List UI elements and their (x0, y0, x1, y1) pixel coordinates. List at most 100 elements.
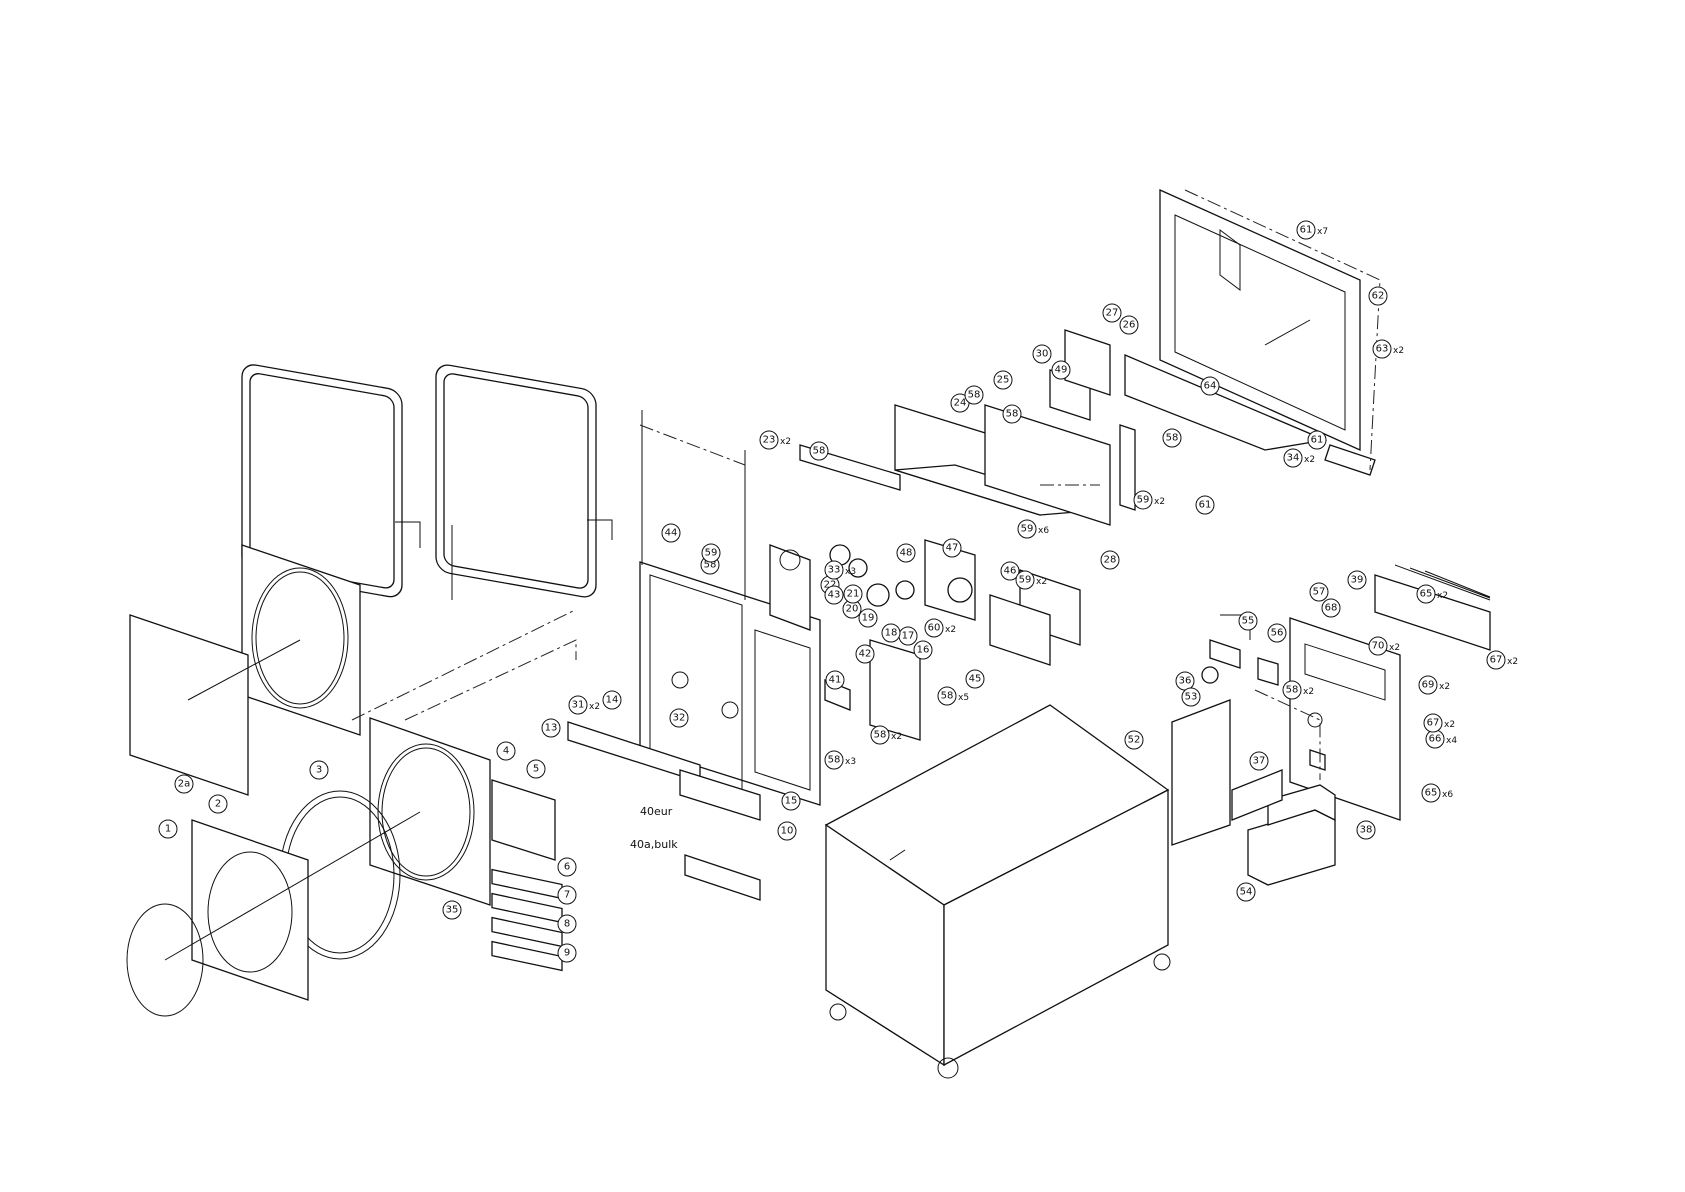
callout-quantity: x2 (1507, 657, 1518, 667)
callout-quantity: x5 (958, 693, 969, 703)
callout-circle (937, 686, 957, 706)
callout-7: 7 (557, 885, 577, 905)
callout-number: 26 (1123, 320, 1136, 331)
callout-number: 70 (1372, 641, 1385, 652)
callout-number: 58 (941, 691, 954, 702)
front-baffle-lower (369, 717, 491, 906)
callout-36: 36 (1175, 671, 1195, 691)
callout-number: 8 (564, 919, 570, 930)
callout-quantity: x2 (945, 625, 956, 635)
callout-58: 58 (1162, 428, 1182, 448)
callout-28: 28 (1100, 550, 1120, 570)
callout-circle (824, 560, 844, 580)
callout-circle (1368, 286, 1388, 306)
chassis-front-plate (639, 410, 821, 806)
callout-quantity: x2 (1154, 497, 1165, 507)
callout-1: 1 (158, 819, 178, 839)
callout-circle (1200, 376, 1220, 396)
callout-circle (1368, 636, 1388, 656)
callout-circle (870, 725, 890, 745)
callout-31: 31 x2 (568, 695, 600, 715)
callout-number: 54 (1240, 887, 1253, 898)
callout-quantity: x2 (1303, 687, 1314, 697)
callout-number: 38 (1360, 825, 1373, 836)
callout-circle (661, 523, 681, 543)
callout-number: 59 (1019, 575, 1032, 586)
callout-number: 61 (1199, 500, 1212, 511)
callout-number: 16 (917, 645, 930, 656)
callout-circle (557, 943, 577, 963)
callout-number: 2a (178, 779, 191, 790)
callout-number: 15 (785, 796, 798, 807)
callout-circle (825, 670, 845, 690)
callout-number: 58 (968, 390, 981, 401)
callout-41: 41 (825, 670, 845, 690)
callout-14: 14 (602, 690, 622, 710)
callout-number: 47 (946, 543, 959, 554)
variant-label-bulk: 40a,bulk (630, 838, 678, 851)
callout-number: 61 (1311, 435, 1324, 446)
callout-10: 10 (777, 821, 797, 841)
callout-number: 52 (1128, 735, 1141, 746)
callout-circle (669, 708, 689, 728)
callout-number: 19 (862, 613, 875, 624)
grille-cloth-2a (129, 614, 301, 796)
callout-number: 56 (1271, 628, 1284, 639)
callout-number: 63 (1376, 344, 1389, 355)
callout-number: 31 (572, 700, 585, 711)
callout-circle (1267, 623, 1287, 643)
callout-68: 68 (1321, 598, 1341, 618)
callout-quantity: x6 (1442, 790, 1453, 800)
callout-circle (526, 759, 546, 779)
callout-37: 37 (1249, 751, 1269, 771)
callout-circle (1015, 570, 1035, 590)
callout-circle (913, 640, 933, 660)
callout-number: 34 (1287, 453, 1300, 464)
callout-circle (1418, 675, 1438, 695)
callout-number: 69 (1422, 680, 1435, 691)
side-panel-53 (1171, 699, 1231, 846)
callout-circle (442, 900, 462, 920)
callout-number: 35 (446, 905, 459, 916)
callout-35: 35 (442, 900, 462, 920)
callout-circle (557, 885, 577, 905)
callout-circle (781, 791, 801, 811)
callout-56: 56 (1267, 623, 1287, 643)
callout-number: 36 (1179, 676, 1192, 687)
callout-quantity: x2 (1393, 346, 1404, 356)
callout-62: 62 (1368, 286, 1388, 306)
callout-15: 15 (781, 791, 801, 811)
callout-38: 38 (1356, 820, 1376, 840)
callout-39: 39 (1347, 570, 1367, 590)
callout-circle (557, 857, 577, 877)
callout-circle (174, 774, 194, 794)
callout-number: 68 (1325, 603, 1338, 614)
callout-19: 19 (858, 608, 878, 628)
callout-number: 7 (564, 890, 570, 901)
callout-number: 67 (1427, 718, 1440, 729)
callout-58: 58 (809, 441, 829, 461)
callout-21: 21 (843, 584, 863, 604)
callout-47: 47 (942, 538, 962, 558)
back-panel-38 (1289, 617, 1401, 821)
callout-quantity: x2 (589, 702, 600, 712)
speaker-grille-frames (241, 364, 613, 600)
callout-quantity: x2 (1304, 455, 1315, 465)
callout-circle (1102, 303, 1122, 323)
callout-number: 49 (1055, 365, 1068, 376)
callout-27: 27 (1102, 303, 1122, 323)
callout-3: 3 (309, 760, 329, 780)
callout-circle (1133, 490, 1153, 510)
callout-quantity: x2 (1389, 643, 1400, 653)
callout-25: 25 (993, 370, 1013, 390)
callout-circle (881, 623, 901, 643)
callout-42: 42 (855, 644, 875, 664)
